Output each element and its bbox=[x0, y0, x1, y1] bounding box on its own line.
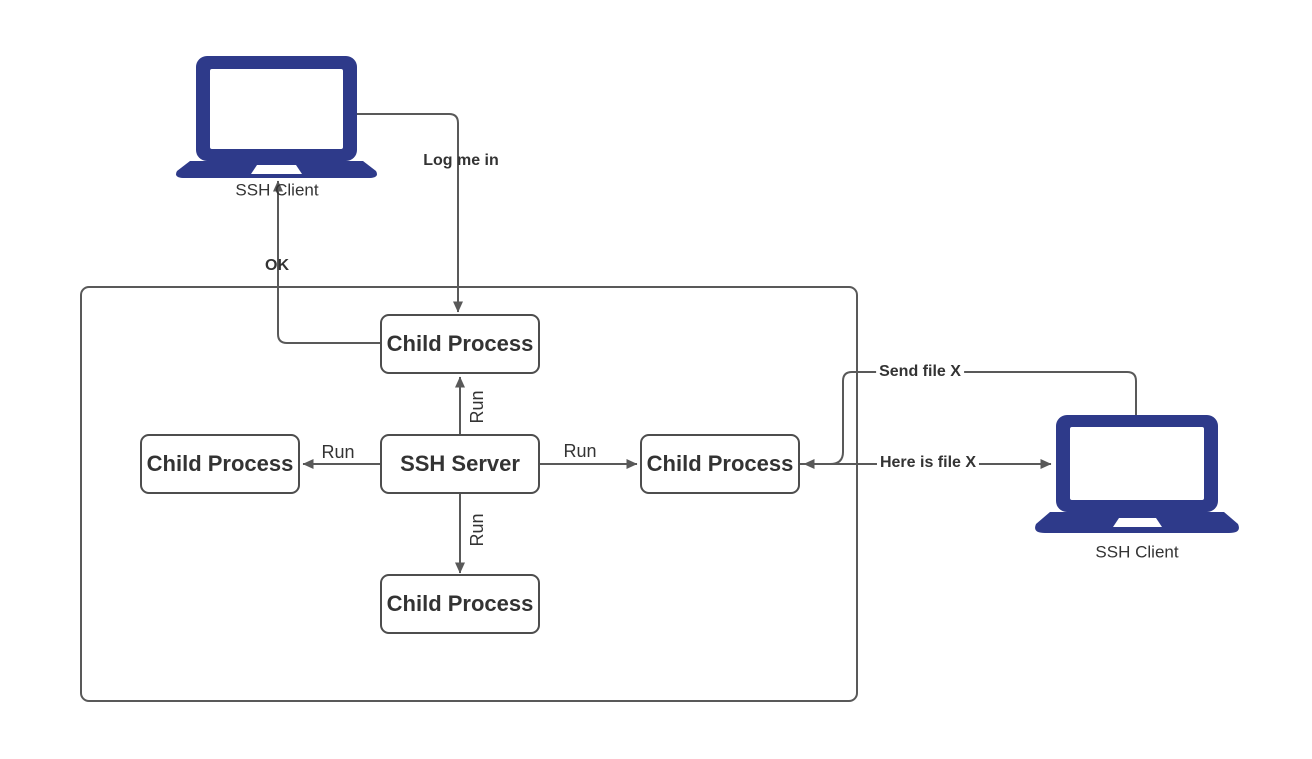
edge-label-run-top: Run bbox=[467, 390, 487, 424]
node-child-process-left: Child Process bbox=[140, 434, 300, 494]
node-label: Child Process bbox=[386, 331, 534, 356]
edge-label-run-left: Run bbox=[321, 442, 355, 462]
node-label: Child Process bbox=[386, 591, 534, 616]
laptop-icon bbox=[176, 56, 377, 178]
node-child-process-bottom: Child Process bbox=[380, 574, 540, 634]
edge-send-file bbox=[803, 371, 1137, 469]
node-label: SSH Server bbox=[400, 451, 520, 476]
node-ssh-server: SSH Server bbox=[380, 434, 540, 494]
laptop-icon bbox=[1035, 415, 1239, 533]
edge-label-here-is-file: Here is file X bbox=[876, 455, 980, 471]
edge-label-send-file: Send file X bbox=[876, 364, 964, 380]
edge-log-me-in bbox=[357, 113, 463, 313]
node-label: Child Process bbox=[646, 451, 794, 476]
node-child-process-right: Child Process bbox=[640, 434, 800, 494]
client-right-label: SSH Client bbox=[1095, 542, 1179, 562]
edge-label-run-bottom: Run bbox=[467, 513, 487, 547]
edge-label-ok: OK bbox=[265, 257, 289, 274]
edge-label-run-right: Run bbox=[563, 441, 597, 461]
node-label: Child Process bbox=[146, 451, 294, 476]
edge-ok bbox=[273, 180, 380, 344]
edge-label-log-me-in: Log me in bbox=[423, 152, 499, 169]
node-child-process-top: Child Process bbox=[380, 314, 540, 374]
client-left-label: SSH Client bbox=[235, 180, 319, 200]
